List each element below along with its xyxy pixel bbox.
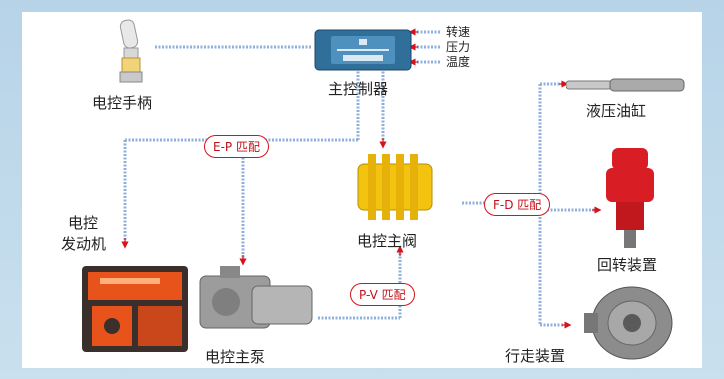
travel-icon — [584, 286, 673, 360]
controller-label: 主控制器 — [328, 80, 389, 98]
cylinder-icon — [566, 78, 685, 92]
cylinder-label: 液压油缸 — [586, 102, 647, 120]
engine-icon — [82, 266, 188, 352]
engine-label-line1: 电控 — [68, 214, 99, 232]
valve-icon — [357, 154, 433, 220]
joystick-icon — [119, 19, 143, 83]
travel-label: 行走装置 — [505, 347, 566, 365]
controller-icon — [314, 29, 412, 71]
valve-label: 电控主阀 — [357, 232, 418, 250]
swing-label: 回转装置 — [597, 256, 658, 274]
fd-match-tag: F-D 匹配 — [484, 193, 551, 216]
engine-label-line2: 发动机 — [61, 235, 107, 253]
ep-match-tag: E-P 匹配 — [204, 135, 269, 158]
sensor-temp-label: 温度 — [446, 55, 471, 69]
sensor-speed-label: 转速 — [446, 25, 471, 39]
pump-icon — [199, 266, 313, 329]
pv-match-tag: P-V 匹配 — [350, 283, 415, 306]
joystick-label: 电控手柄 — [92, 94, 153, 112]
swing-icon — [606, 148, 654, 248]
sensor-pressure-label: 压力 — [446, 40, 471, 54]
pump-label: 电控主泵 — [205, 348, 266, 366]
